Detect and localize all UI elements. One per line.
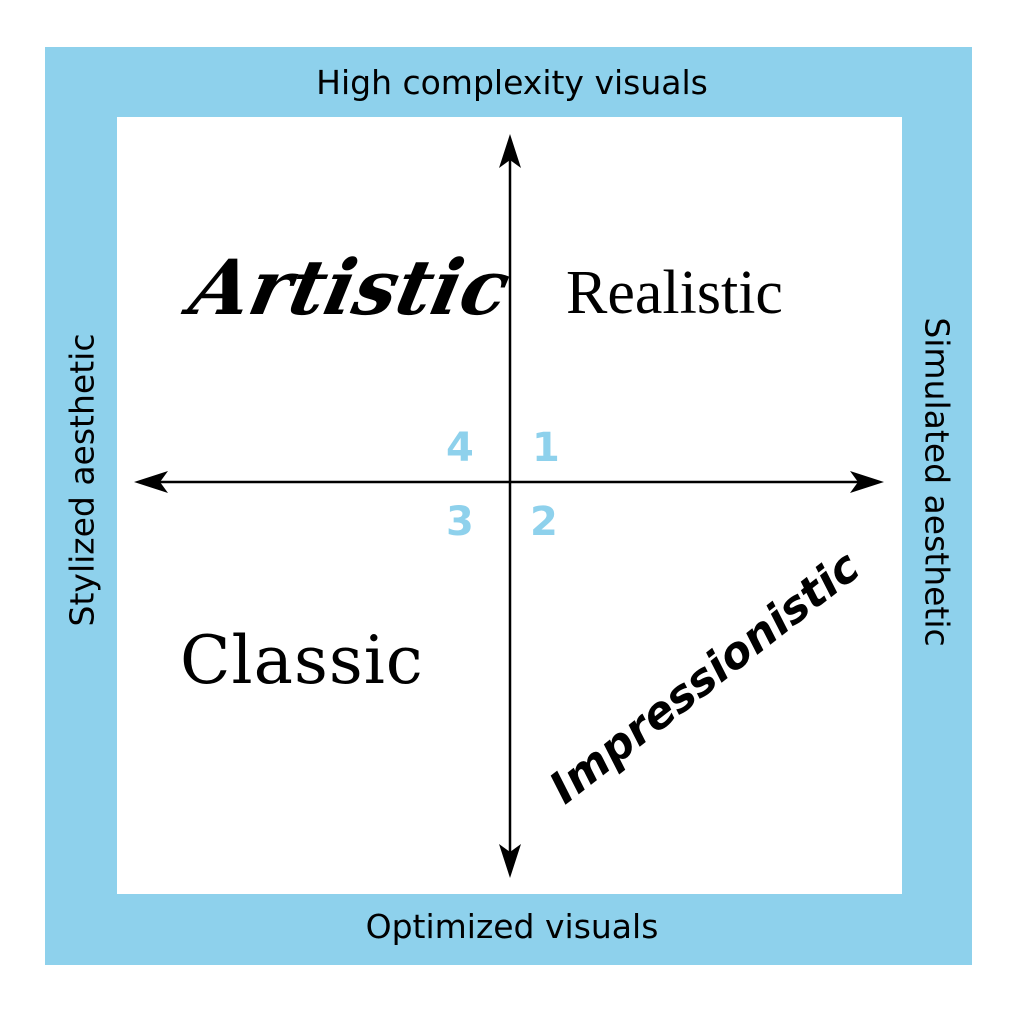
arrowhead-down [499,844,521,878]
quadrant-label-classic: Classic [180,622,424,699]
quadrant-number-4: 4 [446,425,474,471]
quadrant-number-1: 1 [532,425,560,471]
axis-label-top: High complexity visuals [316,63,708,102]
quadrant-label-artistic: Artistic [182,243,518,332]
arrowhead-left [134,471,168,493]
arrowhead-right [850,471,884,493]
arrowhead-up [499,134,521,168]
quadrant-number-2: 2 [530,499,558,545]
quadrant-label-realistic: Realistic [566,259,783,327]
quadrant-number-3: 3 [446,499,474,545]
axis-label-bottom: Optimized visuals [365,907,659,946]
